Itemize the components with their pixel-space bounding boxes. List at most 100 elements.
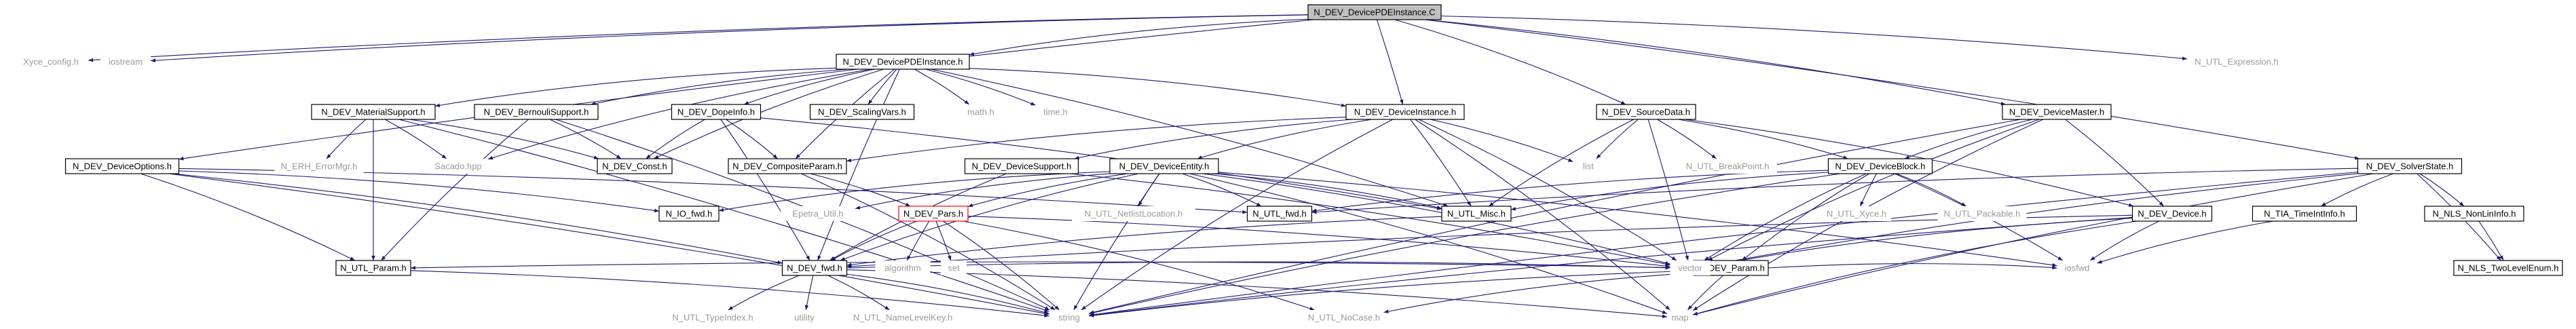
node-device-support-h[interactable]: N_DEV_DeviceSupport.h xyxy=(964,158,1079,174)
node-label: N_DEV_DeviceEntity.h xyxy=(1119,161,1210,172)
node-backdrop xyxy=(875,260,931,275)
edge-device_block_h-to-dev_param_h xyxy=(1741,173,1870,261)
node-box xyxy=(1246,206,1313,222)
node-box xyxy=(781,260,848,276)
edge-solver_state_h-to-map xyxy=(1692,173,2374,316)
node-label: N_DEV_DeviceSupport.h xyxy=(972,161,1072,172)
node-box xyxy=(1827,158,1933,174)
edge-device_instance_h-to-list xyxy=(1430,119,1573,162)
edge-solver_state_h-to-nls_nonlininfo_h xyxy=(2419,173,2465,207)
edge-solver_state_h-to-utl_fwd_h xyxy=(1311,168,2358,214)
node-label: N_DEV_CompositeParam.h xyxy=(732,161,842,172)
node-label: N_UTL_NameLevelKey.h xyxy=(853,313,952,323)
node-label: N_DEV_Param.h xyxy=(1697,263,1765,273)
node-utl-fwd-h[interactable]: N_UTL_fwd.h xyxy=(1246,206,1313,222)
node-backdrop xyxy=(666,310,760,325)
node-bernouli-support-h[interactable]: N_DEV_BernouliSupport.h xyxy=(474,104,599,120)
node-dope-info-h[interactable]: N_DEV_DopeInfo.h xyxy=(671,104,762,120)
edge-solver_state_h-to-string xyxy=(1089,172,2358,317)
node-label: N_IO_fwd.h xyxy=(666,209,713,219)
node-backdrop xyxy=(1937,206,2027,221)
edge-device_entity_h-to-iosfwd xyxy=(1218,172,2057,267)
node-composite-param-h[interactable]: N_DEV_CompositeParam.h xyxy=(728,158,847,174)
node-backdrop xyxy=(848,310,957,325)
node-label: Sacado.hpp xyxy=(434,161,481,172)
node-root[interactable]: N_DEV_DevicePDEInstance.C xyxy=(1307,4,1442,20)
node-tia-timeintinfo-h[interactable]: N_TIA_TimeIntInfo.h xyxy=(2252,206,2357,222)
edge-solver_state_h-to-vector xyxy=(1710,173,2358,267)
edge-dope_info_h-to-dev_const_h xyxy=(646,119,705,159)
node-dev-const-h[interactable]: N_DEV_Const.h xyxy=(597,158,673,174)
node-dev-device-h[interactable]: N_DEV_Device.h xyxy=(2131,206,2213,222)
node-backdrop xyxy=(1304,310,1384,325)
node-solver-state-h[interactable]: N_DEV_SolverState.h xyxy=(2357,158,2463,174)
node-box xyxy=(836,54,970,70)
edge-dev_param_h-to-map xyxy=(1687,275,1724,311)
edge-dev_pars_h-to-string xyxy=(943,220,1060,311)
node-utl-expression: N_UTL_Expression.h xyxy=(2187,54,2286,69)
node-box xyxy=(311,104,436,120)
edge-dev_device_h-to-iosfwd xyxy=(2089,220,2159,261)
node-label: Xyce_config.h xyxy=(23,57,79,67)
edge-dope_info_h-to-composite_param_h xyxy=(726,119,778,159)
node-label: N_TIA_TimeIntInfo.h xyxy=(2264,209,2345,219)
node-label: string xyxy=(1058,313,1080,323)
node-device-options-h[interactable]: N_DEV_DeviceOptions.h xyxy=(64,158,180,174)
node-epetra-util: Epetra_Util.h xyxy=(781,206,855,221)
node-backdrop xyxy=(1678,159,1777,174)
node-dev-fwd-h[interactable]: N_DEV_fwd.h xyxy=(781,260,848,276)
node-pde-instance-h[interactable]: N_DEV_DevicePDEInstance.h xyxy=(836,54,970,70)
edge-dev_param_h-to-iosfwd xyxy=(1768,263,2057,270)
node-utl-param-h[interactable]: N_UTL_Param.h xyxy=(335,260,411,276)
edge-pde_instance_h-to-material_support_h xyxy=(434,67,837,107)
node-backdrop xyxy=(14,54,88,69)
node-material-support-h[interactable]: N_DEV_MaterialSupport.h xyxy=(311,104,436,120)
node-label: N_DEV_DeviceOptions.h xyxy=(73,161,172,172)
node-device-block-h[interactable]: N_DEV_DeviceBlock.h xyxy=(1827,158,1933,174)
node-nls-twolevelenum-h[interactable]: N_NLS_TwoLevelEnum.h xyxy=(2453,260,2563,276)
node-label: map xyxy=(1671,313,1688,323)
edge-device_instance_h-to-string xyxy=(1081,119,1394,311)
node-device-entity-h[interactable]: N_DEV_DeviceEntity.h xyxy=(1109,158,1219,174)
edge-source_data_h-to-dev_device_h xyxy=(1684,119,2134,207)
node-backdrop xyxy=(1573,159,1604,174)
edge-dev_fwd_h-to-vector xyxy=(846,261,1670,270)
edge-dev_pars_h-to-set xyxy=(935,220,952,261)
edge-device_entity_h-to-io_fwd_h xyxy=(718,171,1110,212)
node-label: N_UTL_Misc.h xyxy=(1447,209,1506,219)
node-vector: vector xyxy=(1670,260,1711,275)
node-box xyxy=(964,158,1079,174)
edge-device_block_h-to-utl_misc_h xyxy=(1510,172,1829,211)
node-label: N_DEV_DopeInfo.h xyxy=(677,107,755,117)
node-box xyxy=(2453,260,2563,276)
node-device-instance-h[interactable]: N_DEV_DeviceInstance.h xyxy=(1345,104,1465,120)
edge-source_data_h-to-vector xyxy=(1647,119,1689,261)
edge-device_instance_h-to-utl_misc_h xyxy=(1410,119,1472,207)
node-scaling-vars-h[interactable]: N_DEV_ScalingVars.h xyxy=(809,104,915,120)
node-device-master-h[interactable]: N_DEV_DeviceMaster.h xyxy=(2002,104,2112,120)
edge-dev_device_h-to-string xyxy=(1089,216,2133,317)
node-source-data-h[interactable]: N_DEV_SourceData.h xyxy=(1596,104,1696,120)
node-box xyxy=(809,104,915,120)
edge-device_entity_h-to-epetra_util xyxy=(855,173,1110,210)
node-backdrop xyxy=(1072,206,1195,221)
node-label: N_ERH_ErrorMgr.h xyxy=(281,161,358,172)
node-io-fwd-h[interactable]: N_IO_fwd.h xyxy=(658,206,720,222)
node-box xyxy=(898,206,969,222)
edge-device_entity_h-to-dev_fwd_h xyxy=(840,173,1139,261)
edge-root-to-iostream xyxy=(150,14,1309,62)
node-box xyxy=(335,260,411,276)
node-math-h: math.h xyxy=(960,104,1001,119)
node-dev-pars-h[interactable]: N_DEV_Pars.h xyxy=(898,206,969,222)
edge-dev_pars_h-to-algorithm xyxy=(906,220,930,261)
edge-utl_misc_h-to-dev_fwd_h xyxy=(846,216,1442,267)
node-label: N_DEV_DeviceBlock.h xyxy=(1835,161,1926,172)
node-utl-misc-h[interactable]: N_UTL_Misc.h xyxy=(1441,206,1512,222)
edge-material_support_h-to-erh_errormgr xyxy=(326,119,367,159)
edge-device_entity_h-to-utl_fwd_h xyxy=(1182,173,1262,207)
node-backdrop xyxy=(1822,206,1891,221)
node-nls-nonlininfo-h[interactable]: N_NLS_NonLinInfo.h xyxy=(2424,206,2524,222)
edge-pde_instance_h-to-math_h xyxy=(914,69,970,105)
edge-pde_instance_h-to-dev_fwd_h xyxy=(817,69,900,261)
